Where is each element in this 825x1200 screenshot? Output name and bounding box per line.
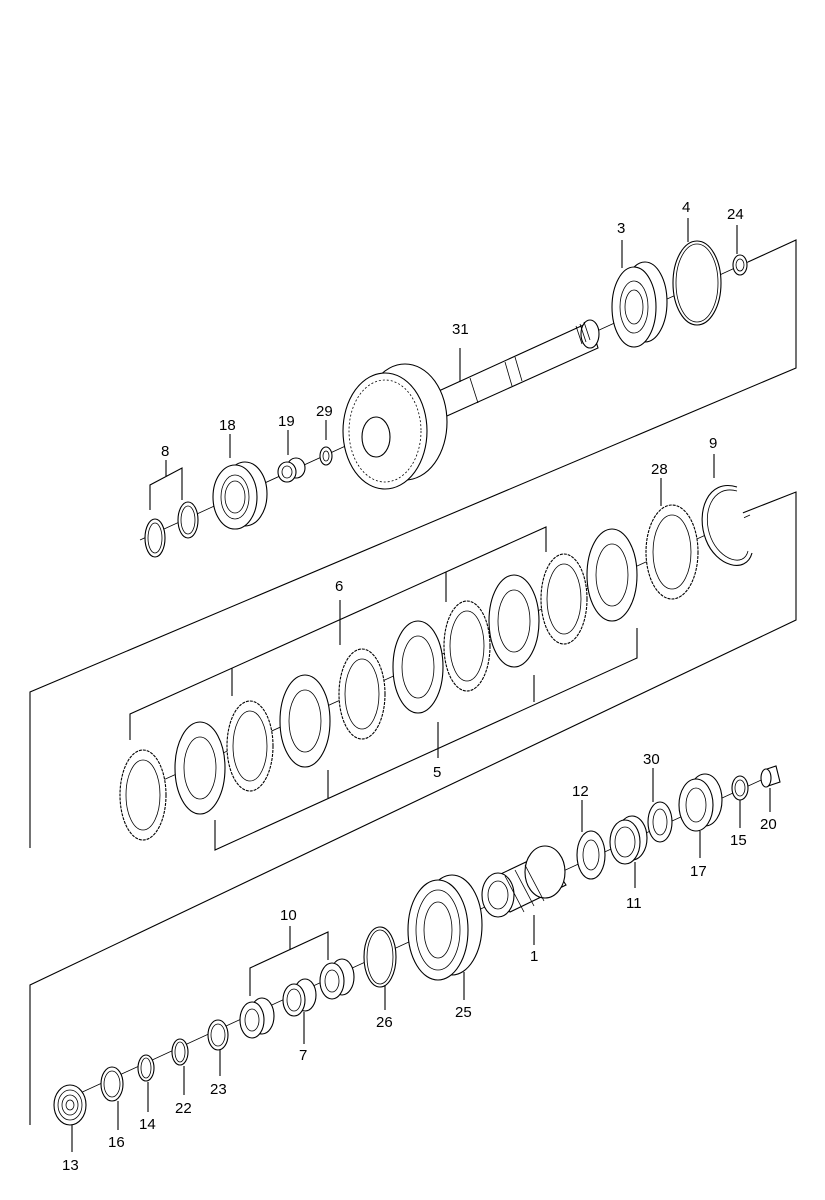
part-8-snap-rings [144, 460, 199, 558]
callout-24: 24 [727, 206, 744, 223]
callout-23: 23 [210, 1081, 227, 1098]
callout-11: 11 [626, 895, 642, 912]
callout-16: 16 [108, 1134, 125, 1151]
part-31-gear-shaft [342, 319, 600, 490]
part-18-bearing [212, 434, 268, 530]
callout-31: 31 [452, 321, 469, 338]
callout-13: 13 [62, 1157, 79, 1174]
part-1-splined-hub [481, 845, 567, 945]
part-10-needle-bearings [239, 926, 355, 1039]
callout-3: 3 [617, 220, 625, 237]
part-16-ring [100, 1066, 124, 1130]
panel-top-outline [29, 239, 797, 848]
callout-30: 30 [643, 751, 660, 768]
part-20-cap [760, 765, 781, 812]
callout-14: 14 [139, 1116, 156, 1133]
callout-6: 6 [335, 578, 343, 595]
part-23-ring [207, 1019, 229, 1076]
part-22-ring [171, 1038, 189, 1095]
part-9-snap-ring [701, 454, 753, 566]
part-26-snap-ring [363, 926, 397, 1010]
bracket-6 [129, 526, 547, 740]
callout-15: 15 [730, 832, 747, 849]
callout-26: 26 [376, 1014, 393, 1031]
clutch-discs [119, 528, 638, 841]
bracket-5 [214, 628, 638, 851]
part-11-bearing [609, 815, 648, 888]
callout-29: 29 [316, 403, 333, 420]
callout-1: 1 [530, 948, 538, 965]
part-14-ring [137, 1054, 155, 1112]
part-7-bush [282, 978, 317, 1044]
part-3-flange [611, 240, 668, 348]
part-13-spring [53, 1084, 87, 1152]
callout-labels: 31 3 4 24 18 19 29 8 9 28 6 5 30 12 15 2… [62, 199, 777, 1174]
part-4-o-ring [672, 218, 722, 326]
callout-17: 17 [690, 863, 707, 880]
panel-middle-outline [29, 491, 797, 1125]
callout-5: 5 [433, 764, 441, 781]
callout-25: 25 [455, 1004, 472, 1021]
part-29-washer [319, 420, 333, 466]
callout-8: 8 [161, 443, 169, 460]
part-19-bush [277, 430, 306, 483]
part-12-washer [576, 800, 606, 880]
part-17-bearing [678, 773, 723, 858]
callout-18: 18 [219, 417, 236, 434]
callout-22: 22 [175, 1100, 192, 1117]
callout-4: 4 [682, 199, 690, 216]
part-30-washer [647, 768, 673, 843]
callout-12: 12 [572, 783, 589, 800]
callout-9: 9 [709, 435, 717, 452]
part-25-drum [407, 874, 483, 1000]
part-24-ring [732, 225, 748, 276]
callout-28: 28 [651, 461, 668, 478]
callout-19: 19 [278, 413, 295, 430]
callout-10: 10 [280, 907, 297, 924]
callout-7: 7 [299, 1047, 307, 1064]
callout-20: 20 [760, 816, 777, 833]
part-28-disc [645, 478, 699, 600]
part-15-ring [731, 775, 749, 828]
